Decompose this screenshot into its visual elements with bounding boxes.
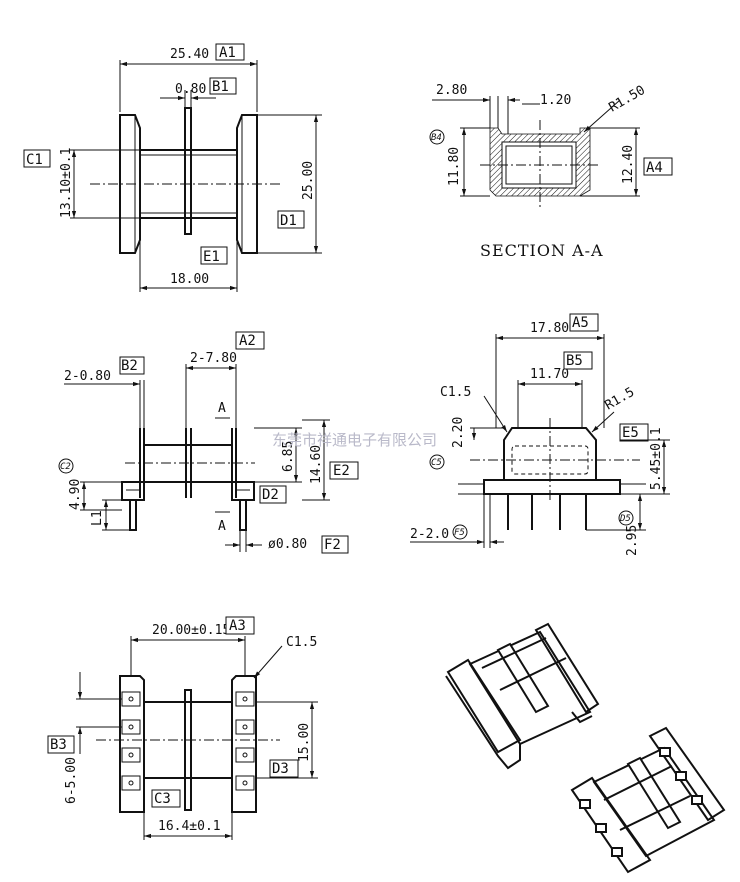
side-tag-inner: B5 [566,353,583,369]
front-cut-a-top: A [218,401,226,416]
top-dim-bottom: 18.00 [170,272,209,287]
top-dim-flange: 0.80 [175,82,206,97]
sec-dim-gap: 1.20 [540,93,571,108]
isometric-bobbin-top [445,622,600,770]
front-view: A A 2-0.80 B2 2-7.80 A2 6.85 14.60 E2 4.… [58,331,359,554]
section-title: SECTION A-A [480,241,604,260]
front-dim-total: 14.60 [309,445,324,484]
side-tag-f5: F5 [454,528,465,538]
top-tag-flange: B1 [212,79,229,95]
bot-dim-pitch: 6-5.00 [64,757,79,804]
side-dim-pins: 2-2.0 [410,527,449,542]
sec-dim-h2: 12.40 [621,145,636,184]
front-dim-base: 4.90 [68,479,83,510]
side-chamfer: C1.5 [440,385,471,400]
top-dim-core: 13.10±0.1 [59,148,74,218]
side-dim-inner: 11.70 [530,367,569,382]
front-tag-pin: F2 [324,537,341,553]
section-view: 2.80 1.20 R1.50 11.80 B4 12.40 A4 SECTIO… [429,83,673,260]
front-dim-inner: 6.85 [281,441,296,472]
front-tag-l1: L1 [90,510,105,526]
side-view: 17.80 A5 11.70 B5 C1.5 R1.5 2.20 E5 C5 5… [410,313,670,556]
front-dim-pin: ø0.80 [268,537,307,552]
watermark: 东莞市祥通电子有限公司 [272,431,437,449]
isometric-bobbin-bottom [570,726,726,874]
front-tag-total: E2 [333,463,350,479]
bot-dim-height: 15.00 [297,723,312,762]
top-tag-width: A1 [219,45,236,61]
bottom-view: 20.00±0.15 A3 C1.5 6-5.00 B3 15.00 D3 C3… [47,616,318,840]
sec-radius: R1.50 [607,83,648,116]
sec-tag-h1: B4 [431,133,442,143]
pin-slots [121,691,255,791]
top-dim-height: 25.00 [301,161,316,200]
side-tag-e5: E5 [622,425,639,441]
front-tag-pitch: A2 [239,333,256,349]
side-tag-c5: C5 [431,458,442,468]
front-cut-a-bottom: A [218,519,226,534]
top-view: 25.40 A1 0.80 B1 13.10±0.1 C1 25.00 D1 1… [23,43,322,292]
top-tag-bottom: E1 [203,249,220,265]
top-tag-height: D1 [280,213,297,229]
bot-dim-width: 16.4±0.1 [158,819,221,834]
front-tag-base: C2 [60,462,71,472]
front-dim-pins: 2-0.80 [64,369,111,384]
side-dim-top: 2.20 [451,417,466,448]
bot-tag-c3: C3 [154,791,171,807]
top-dim-width: 25.40 [170,47,209,62]
side-radius: R1.5 [603,385,638,414]
sec-dim-h1: 11.80 [447,147,462,186]
top-tag-core: C1 [26,152,43,168]
front-dim-pitch: 2-7.80 [190,351,237,366]
side-tag-width: A5 [572,315,589,331]
bot-chamfer: C1.5 [286,635,317,650]
bot-dim-span: 20.00±0.15 [152,623,230,638]
bot-tag-span: A3 [229,618,246,634]
bot-tag-b3: B3 [50,737,67,753]
front-tag-pins: B2 [121,358,138,374]
sec-tag-h2: A4 [646,160,663,176]
sec-dim-left: 2.80 [436,83,467,98]
front-tag-d2: D2 [262,487,279,503]
side-tag-d5: D5 [619,514,631,524]
side-dim-width: 17.80 [530,321,569,336]
side-dim-pin-len: 2.95 [625,525,640,556]
side-dim-base: 5.45±0.1 [649,427,664,490]
bot-tag-height: D3 [272,761,289,777]
